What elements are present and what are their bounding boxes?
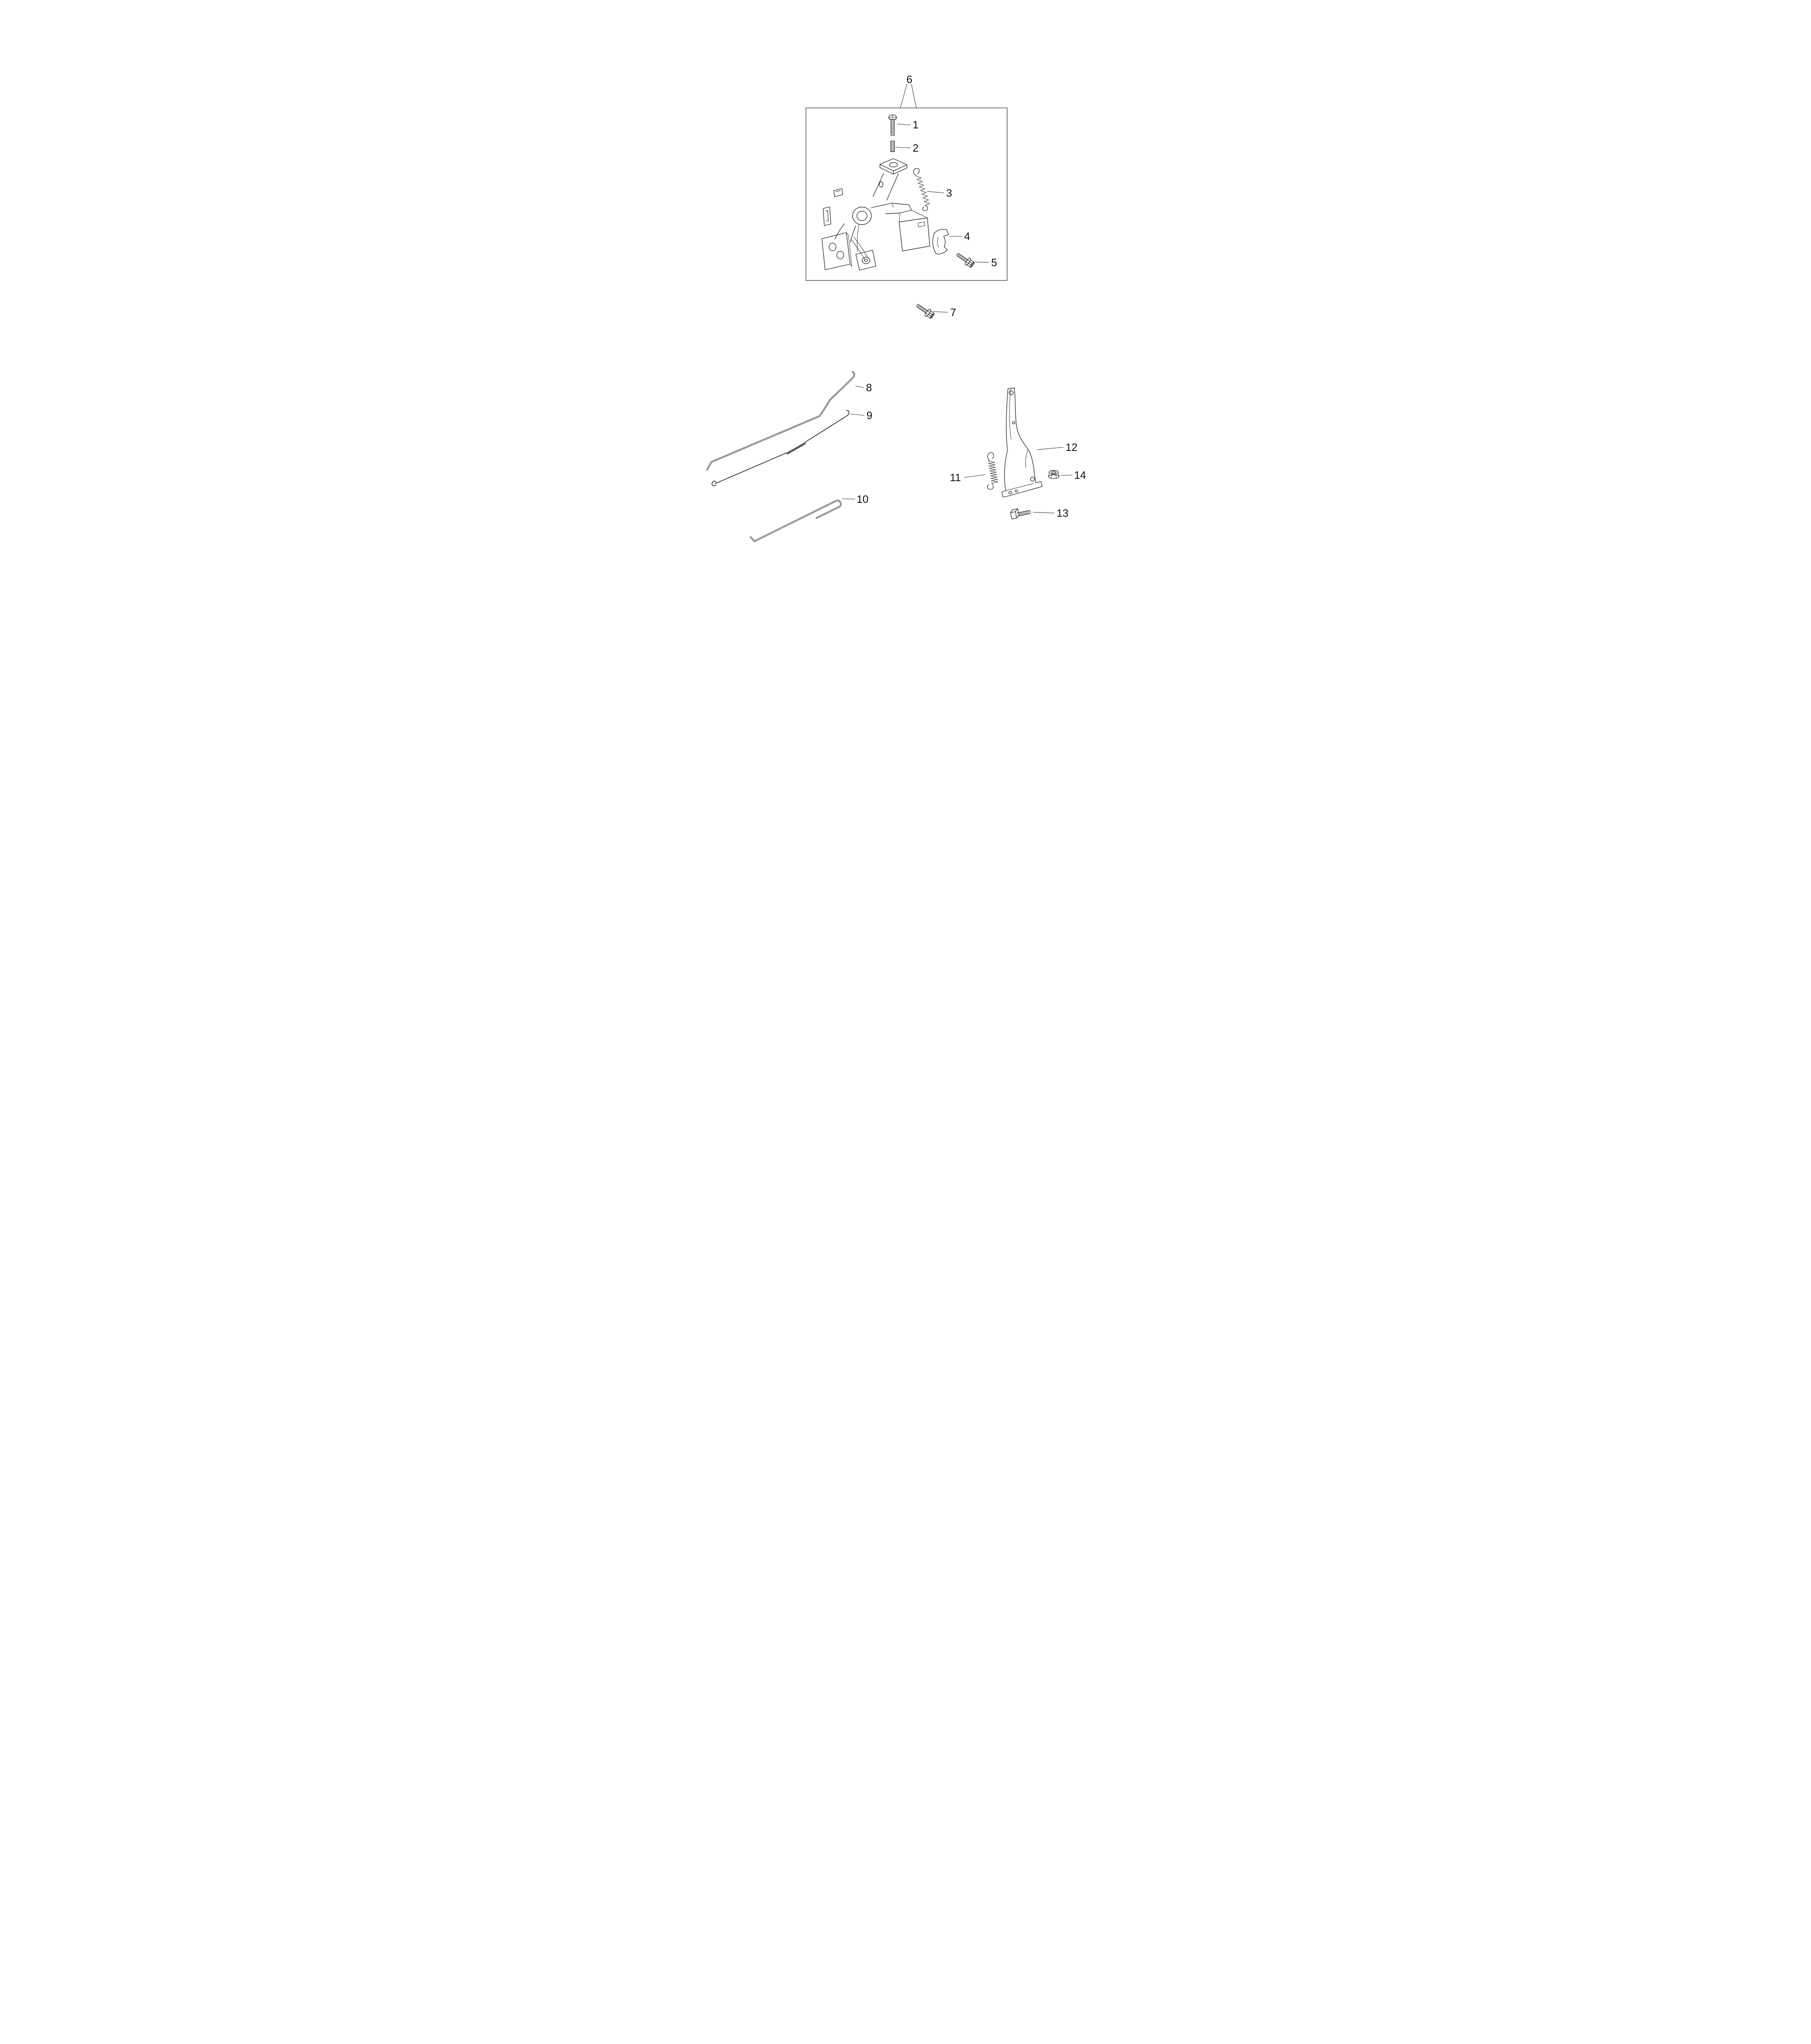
parts-diagram-page: 6 1 2 3 4 5 7 8 9 10 11 12 13 14 (679, 0, 1132, 640)
callout-10: 10 (857, 493, 868, 505)
part-8-throttle-rod (706, 371, 855, 471)
callout-9: 9 (866, 409, 872, 421)
leader-6 (900, 84, 917, 108)
part-1-pan-head-screw (888, 114, 897, 136)
leader-1 (897, 123, 911, 126)
leader-8 (855, 385, 864, 388)
leader-13 (1032, 512, 1055, 513)
part-2-threaded-stud (890, 141, 895, 152)
part-3-extension-spring (913, 168, 930, 211)
leader-11 (964, 474, 985, 478)
callout-4: 4 (964, 230, 970, 242)
callout-13: 13 (1057, 507, 1068, 519)
part-6-control-bracket-assembly (821, 158, 930, 271)
callout-7: 7 (950, 306, 956, 318)
callout-11: 11 (950, 471, 961, 484)
callout-6: 6 (907, 73, 912, 85)
part-9-governor-spring-rod (711, 410, 850, 486)
part-12-control-lever-bracket (1001, 388, 1043, 498)
assembly-group-box (806, 108, 1008, 281)
callout-labels: 6 1 2 3 4 5 7 8 9 10 11 12 13 14 (857, 73, 1086, 519)
callout-2: 2 (913, 142, 918, 154)
part-11-extension-spring (987, 452, 999, 490)
callout-3: 3 (946, 187, 952, 199)
part-7-hex-flange-bolt (914, 301, 936, 320)
callout-12: 12 (1066, 441, 1077, 453)
part-5-hex-flange-bolt (954, 250, 976, 269)
callout-5: 5 (991, 256, 997, 269)
callout-14: 14 (1074, 469, 1086, 481)
leader-2 (895, 147, 911, 148)
part-13-carriage-bolt (1010, 508, 1031, 520)
leader-9 (850, 414, 865, 416)
part-4-retainer-bracket (932, 229, 949, 255)
callout-8: 8 (866, 381, 872, 394)
leader-12 (1037, 447, 1064, 450)
part-14-flange-nut (1048, 470, 1059, 479)
leader-lines (842, 84, 1073, 513)
callout-1: 1 (913, 119, 918, 131)
part-10-choke-rod (750, 500, 842, 542)
leader-3 (927, 191, 945, 193)
parts-diagram: 6 1 2 3 4 5 7 8 9 10 11 12 13 14 (706, 73, 1086, 542)
